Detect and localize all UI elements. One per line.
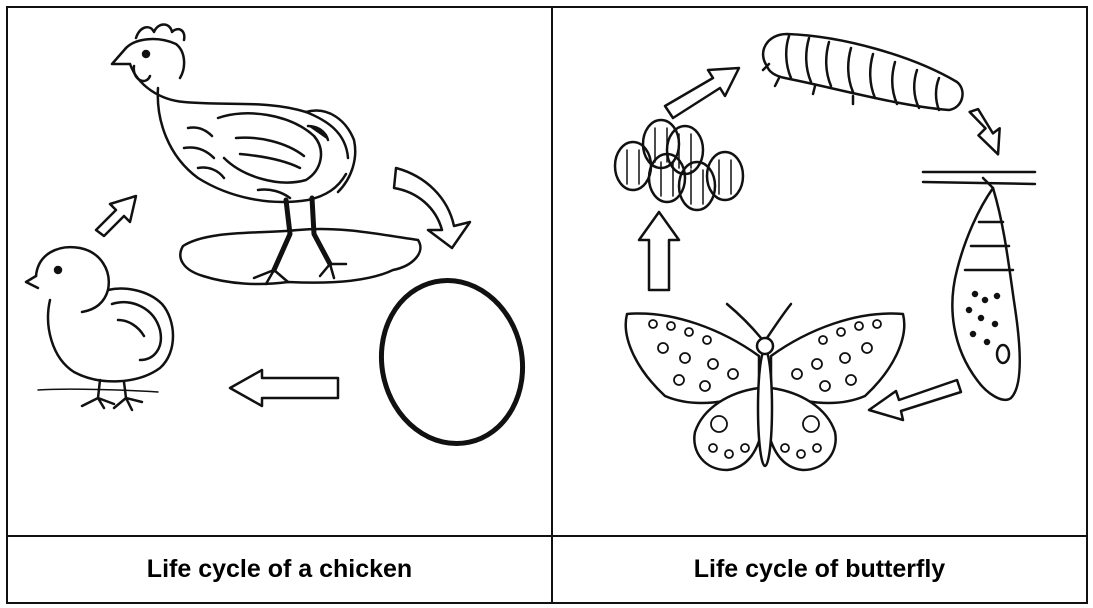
butterfly-life-cycle-panel	[553, 8, 1086, 535]
pupa-illustration	[952, 188, 1019, 400]
chick-illustration	[26, 247, 173, 410]
hen-illustration	[112, 25, 420, 285]
butterfly-life-cycle-diagram	[553, 8, 1086, 535]
chicken-life-cycle-panel	[8, 8, 551, 535]
butterfly-illustration	[626, 304, 905, 470]
chicken-life-cycle-diagram	[8, 8, 551, 535]
column-divider	[551, 8, 553, 602]
arrow-egg-to-chick	[230, 370, 338, 406]
arrow-hen-to-egg	[394, 168, 470, 248]
arrow-pupa-to-butterfly	[869, 380, 961, 420]
arrow-chick-to-hen	[96, 196, 136, 236]
caterpillar-illustration	[763, 34, 963, 110]
arrow-caterpillar-to-pupa	[964, 108, 1004, 154]
arrow-butterfly-to-eggs	[639, 212, 679, 290]
life-cycle-table: Life cycle of a chicken Life cycle of bu…	[6, 6, 1088, 604]
eggs-illustration	[615, 120, 743, 210]
chicken-life-cycle-caption: Life cycle of a chicken	[8, 537, 551, 602]
butterfly-life-cycle-caption: Life cycle of butterfly	[553, 537, 1086, 602]
egg-illustration	[366, 267, 537, 457]
branch-illustration	[923, 172, 1035, 188]
arrow-eggs-to-caterpillar	[665, 68, 739, 118]
